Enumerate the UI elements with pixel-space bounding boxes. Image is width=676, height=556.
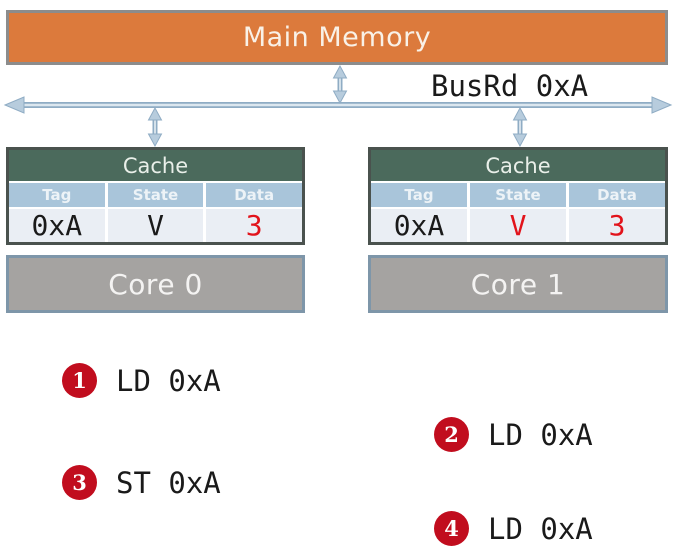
step4-badge: 4 [434,511,469,546]
cache1-column-headers: Tag State Data [371,183,665,207]
cache1-col-data: Data [569,183,665,207]
cache0-table: Cache Tag State Data 0xA V 3 [6,147,305,245]
cache1-data-value: 3 [569,209,665,242]
core0-box: Core 0 [6,255,305,313]
cache1-col-state: State [470,183,566,207]
bus-left-arrowhead-icon [3,96,25,114]
step2-operation: LD 0xA [488,418,593,452]
cache0-data-row: 0xA V 3 [9,209,302,242]
memory-bus-connector-icon [332,64,348,105]
cache0-column-headers: Tag State Data [9,183,302,207]
cache0-title: Cache [9,150,302,181]
step1-operation: LD 0xA [116,364,221,398]
cache1-data-row: 0xA V 3 [371,209,665,242]
core1-label: Core 1 [470,267,566,301]
main-memory-box: Main Memory [6,10,668,65]
bus-cache0-connector-icon [147,106,163,148]
cache0-state-value: V [107,209,204,242]
step3-operation: ST 0xA [116,466,221,500]
bus-right-arrowhead-icon [651,96,673,114]
bus-transaction-label: BusRd 0xA [431,69,589,103]
main-memory-label: Main Memory [242,22,432,53]
cache1-state-value: V [470,209,566,242]
cache1-title: Cache [371,150,665,181]
core0-label: Core 0 [108,267,203,301]
step2-badge: 2 [434,417,469,452]
cache0-col-data: Data [206,183,302,207]
cache0-col-tag: Tag [9,183,105,207]
cache1-table: Cache Tag State Data 0xA V 3 [368,147,668,245]
cache0-col-state: State [107,183,204,207]
step1-badge: 1 [62,363,97,398]
cache1-col-tag: Tag [371,183,467,207]
cache0-tag-value: 0xA [9,209,105,242]
bus-cache1-connector-icon [512,106,528,148]
step4-operation: LD 0xA [488,512,593,546]
core1-box: Core 1 [368,255,668,313]
step3-badge: 3 [62,465,97,500]
cache0-data-value: 3 [206,209,302,242]
cache1-tag-value: 0xA [371,209,467,242]
